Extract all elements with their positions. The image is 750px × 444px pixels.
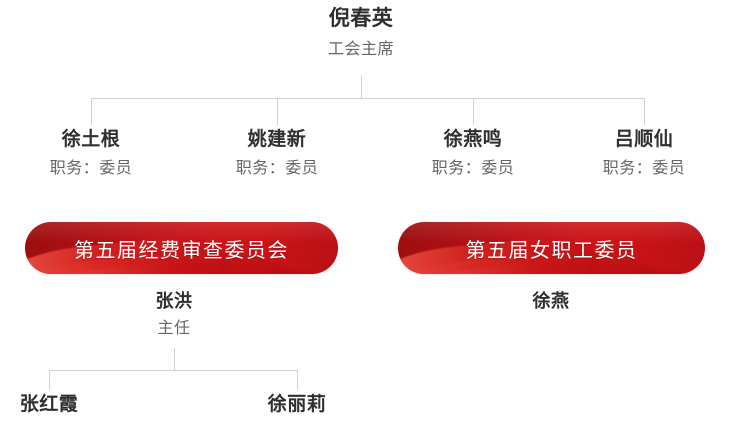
connector-drop-2 [277,98,278,125]
node-women-head: 徐燕 [533,290,570,313]
node-member-3: 徐燕鸣 职务：委员 [432,128,515,179]
node-chairperson-title: 工会主席 [327,41,395,59]
connector-drop-1 [91,98,92,125]
node-member-4-name: 吕顺仙 [614,129,674,150]
node-member-4-title: 职务：委员 [602,159,686,177]
node-member-2: 姚建新 职务：委员 [236,128,319,179]
banner-women-committee: 第五届女职工委员 [398,222,705,274]
node-chairperson: 倪春英 工会主席 [328,6,394,61]
connector-drop-3 [473,98,474,125]
connector-root-bar [91,98,645,99]
banner-finance-committee: 第五届经费审查委员会 [25,222,338,274]
node-member-2-title: 职务：委员 [235,159,319,177]
connector-drop-4 [644,98,645,125]
node-finance-head-title: 主任 [157,319,191,337]
node-women-head-name: 徐燕 [532,291,570,311]
node-member-1-name: 徐土根 [61,129,121,150]
connector-finance-drop-2 [297,370,298,390]
connector-finance-drop-1 [49,370,50,390]
node-finance-head-name: 张洪 [155,291,193,311]
connector-root-stem [361,75,362,98]
node-finance-member-2-name: 徐丽莉 [267,394,327,415]
node-member-1-title: 职务：委员 [49,159,133,177]
banner-finance-committee-label: 第五届经费审查委员会 [74,239,289,262]
node-member-2-name: 姚建新 [247,129,307,150]
node-member-3-name: 徐燕鸣 [443,129,503,150]
node-finance-member-1-name: 张红霞 [19,394,79,415]
node-finance-member-2: 徐丽莉 [268,393,327,417]
node-member-3-title: 职务：委员 [431,159,515,177]
node-finance-head: 张洪 主任 [156,290,193,339]
connector-finance-stem [174,348,175,370]
node-chairperson-name: 倪春英 [328,7,394,30]
node-finance-member-1: 张红霞 [20,393,79,417]
connector-finance-bar [49,370,298,371]
banner-women-committee-label: 第五届女职工委员 [465,239,638,262]
node-member-1: 徐土根 职务：委员 [50,128,133,179]
node-member-4: 吕顺仙 职务：委员 [603,128,686,179]
